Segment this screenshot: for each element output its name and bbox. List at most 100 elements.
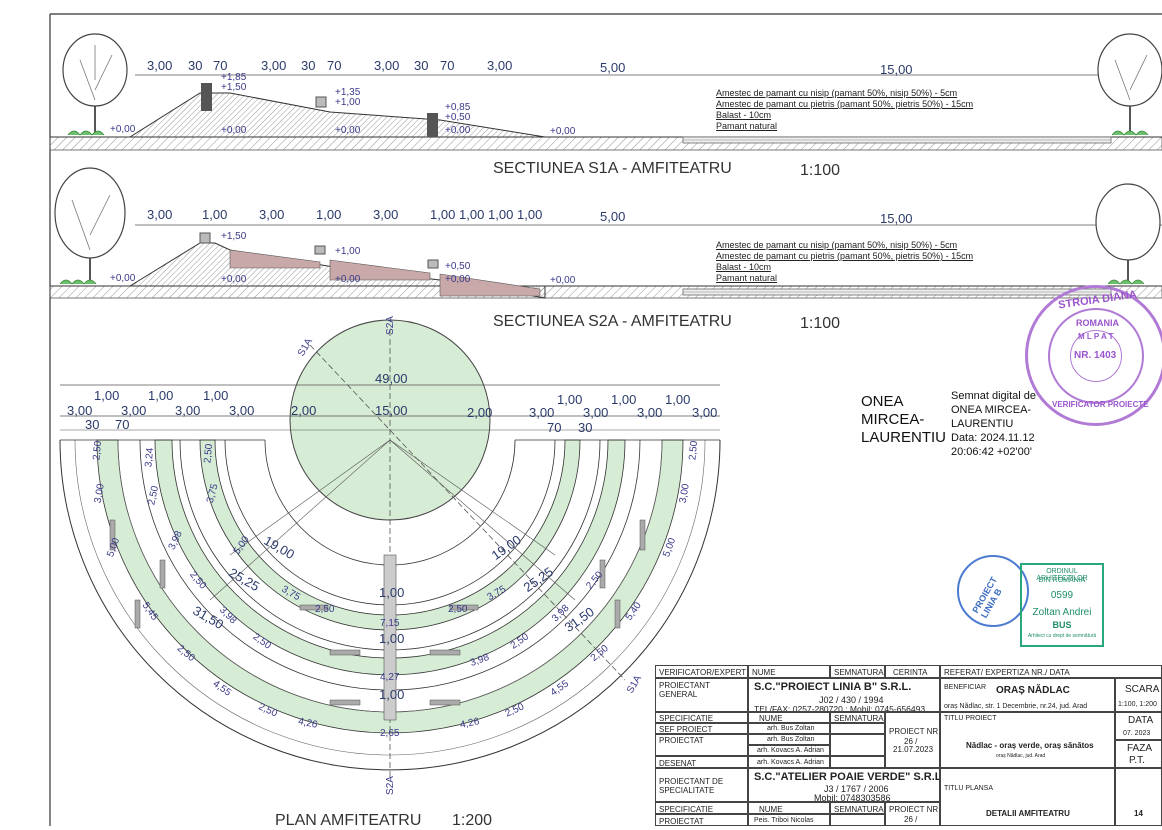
project-number: 26 / [904, 815, 918, 824]
tb-label: PROIECT NR. [889, 727, 940, 736]
arc-dimension: 2,50 [91, 440, 105, 461]
signature-line: ONEA MIRCEA- [951, 404, 1032, 416]
stamp-text: ROMANIA [1076, 318, 1119, 328]
dimension-label: 2,00 [291, 403, 317, 418]
person-name: arh. Bus Zoltan [767, 725, 815, 732]
section-scale: 1:100 [800, 162, 841, 179]
level-label: +0,00 [445, 125, 471, 136]
sheet-number: 14 [1134, 809, 1143, 818]
firm-reg: J3 / 1767 / 2006 [824, 784, 889, 794]
tb-label: VERIFICATOR/EXPERT [659, 668, 747, 677]
stamp-text: Zoltan Andrei [1032, 607, 1092, 618]
digital-signature-text: Semnat digital de ONEA MIRCEA- LAURENTIU… [951, 389, 1036, 459]
level-label: +0,00 [110, 273, 136, 284]
axis-value: 4,27 [380, 672, 400, 683]
layer-note: Balast - 10cm [716, 262, 772, 272]
tb-label: TITLU PROIECT [944, 715, 997, 722]
stamp-text: NR. 1403 [1074, 350, 1117, 361]
sheet-title: DETALII AMFITEATRU [986, 809, 1070, 818]
dimension-label: 1,00 [316, 207, 342, 222]
company-stamp: PROIECT LINIA B [957, 555, 1029, 627]
dimension-label: 5,00 [600, 209, 626, 224]
dimension-label: 3,00 [147, 58, 173, 73]
phase-value: P.T. [1129, 755, 1145, 766]
section-scale: 1:100 [800, 315, 841, 332]
dimension-label: 70 [213, 58, 228, 73]
beneficiary: ORAȘ NĂDLAC [996, 685, 1070, 696]
firm-name: S.C."PROIECT LINIA B" S.R.L. [754, 681, 912, 693]
level-label: +0,00 [335, 274, 361, 285]
dimension-label: 70 [547, 420, 562, 435]
arc-dimension: 2,50 [202, 443, 216, 464]
person-name: Peis. Triboi Nicolas [754, 817, 814, 824]
firm-contact: Mobil: 0748303586 [814, 793, 891, 802]
level-label: +0,00 [335, 125, 361, 136]
tb-label: CERINTA [893, 668, 928, 677]
level-label: +0,85 [445, 102, 471, 113]
tb-label: REFERAT/ EXPERTIZA NR./ DATA [944, 668, 1070, 677]
level-label: +0,00 [550, 275, 576, 286]
arc-dimension: 2,50 [448, 604, 468, 615]
signatory-name: ONEA MIRCEA- LAURENTIU [861, 393, 946, 447]
layer-note: Amestec de pamant cu pietris (pamant 50%… [716, 99, 974, 109]
arc-dimension: 2,50 [687, 440, 701, 461]
layer-note: Pamant natural [716, 121, 778, 131]
person-name: arh. Kovacs A. Adrian [757, 747, 824, 754]
dimension-label: 3,00 [583, 405, 609, 420]
tb-label: PROIECT NR. [889, 805, 940, 814]
plan-drawing [59, 319, 721, 780]
person-name: arh. Bus Zoltan [767, 736, 815, 743]
dimension-label: 1,00 [557, 392, 583, 407]
signature-line: LAURENTIU [951, 418, 1014, 430]
plan-scale: 1:200 [452, 812, 493, 829]
axis-value: 2,65 [380, 728, 400, 739]
level-label: +0,50 [445, 261, 471, 272]
signature-line: Data: 2024.11.12 [951, 432, 1035, 444]
scale-value: 1:100, 1:200 [1118, 701, 1157, 708]
dimension-label: 1,00 [611, 392, 637, 407]
beneficiary-address: oraș Nădlac, str. 1 Decembrie, nr.24, ju… [944, 703, 1088, 710]
dimension-label: 30 [188, 58, 203, 73]
firm-name: S.C."ATELIER POAIE VERDE" S.R.L. [754, 771, 940, 783]
person-name: arh. Kovacs A. Adrian [757, 759, 824, 766]
arc-dimension: 2,50 [315, 604, 335, 615]
dimension-label: 30 [85, 417, 100, 432]
axis-value: 1,00 [379, 687, 405, 702]
project-number: 26 / [904, 737, 918, 746]
dimension-label: 1,00 [430, 207, 456, 222]
level-label: +1,00 [335, 97, 361, 108]
dimension-label: 3,00 [67, 403, 93, 418]
tb-label: BENEFICIAR [944, 684, 987, 691]
dimension-label: 3,00 [261, 58, 287, 73]
tb-label: DATA [1128, 715, 1154, 726]
tb-label: SEMNATURA [834, 805, 884, 814]
signatory-name-line: LAURENTIU [861, 429, 947, 446]
dimension-label: 3,00 [637, 405, 663, 420]
stamp-text: Arhitect cu drept de semnătură [1027, 633, 1097, 639]
stamp-text: PROIECT LINIA B [970, 575, 1004, 620]
project-date: 21.07.2023 [893, 745, 934, 754]
tb-label: NUME [759, 805, 783, 814]
dimension-label: 3,00 [487, 58, 513, 73]
tb-label: TITLU PLANSA [944, 785, 994, 792]
tb-label: SPECIFICATIE [659, 805, 714, 814]
signatory-name-line: MIRCEA- [861, 411, 925, 428]
stamp-text: 0599 [1050, 590, 1074, 601]
dimension-label: 3,00 [175, 403, 201, 418]
layer-note: Amestec de pamant cu nisip (pamant 50%, … [716, 240, 958, 250]
dimension-label: 30 [578, 420, 593, 435]
dimension-label: 1,00 [202, 207, 228, 222]
tb-label: SEMNATURA [834, 668, 884, 677]
dimension-label: 2,00 [467, 405, 493, 420]
level-label: +1,35 [335, 87, 361, 98]
section-s1-drawing [49, 33, 1162, 151]
level-label: +0,00 [221, 274, 247, 285]
dimension-label: 15,00 [880, 211, 913, 226]
title-block: VERIFICATOR/EXPERT NUME SEMNATURA CERINT… [655, 665, 1162, 826]
signatory-name-line: ONEA [861, 393, 904, 410]
tree-icon [1097, 33, 1162, 136]
level-label: +0,00 [445, 274, 471, 285]
project-subtitle: oraș Nădlac, jud. Arad [996, 753, 1046, 759]
